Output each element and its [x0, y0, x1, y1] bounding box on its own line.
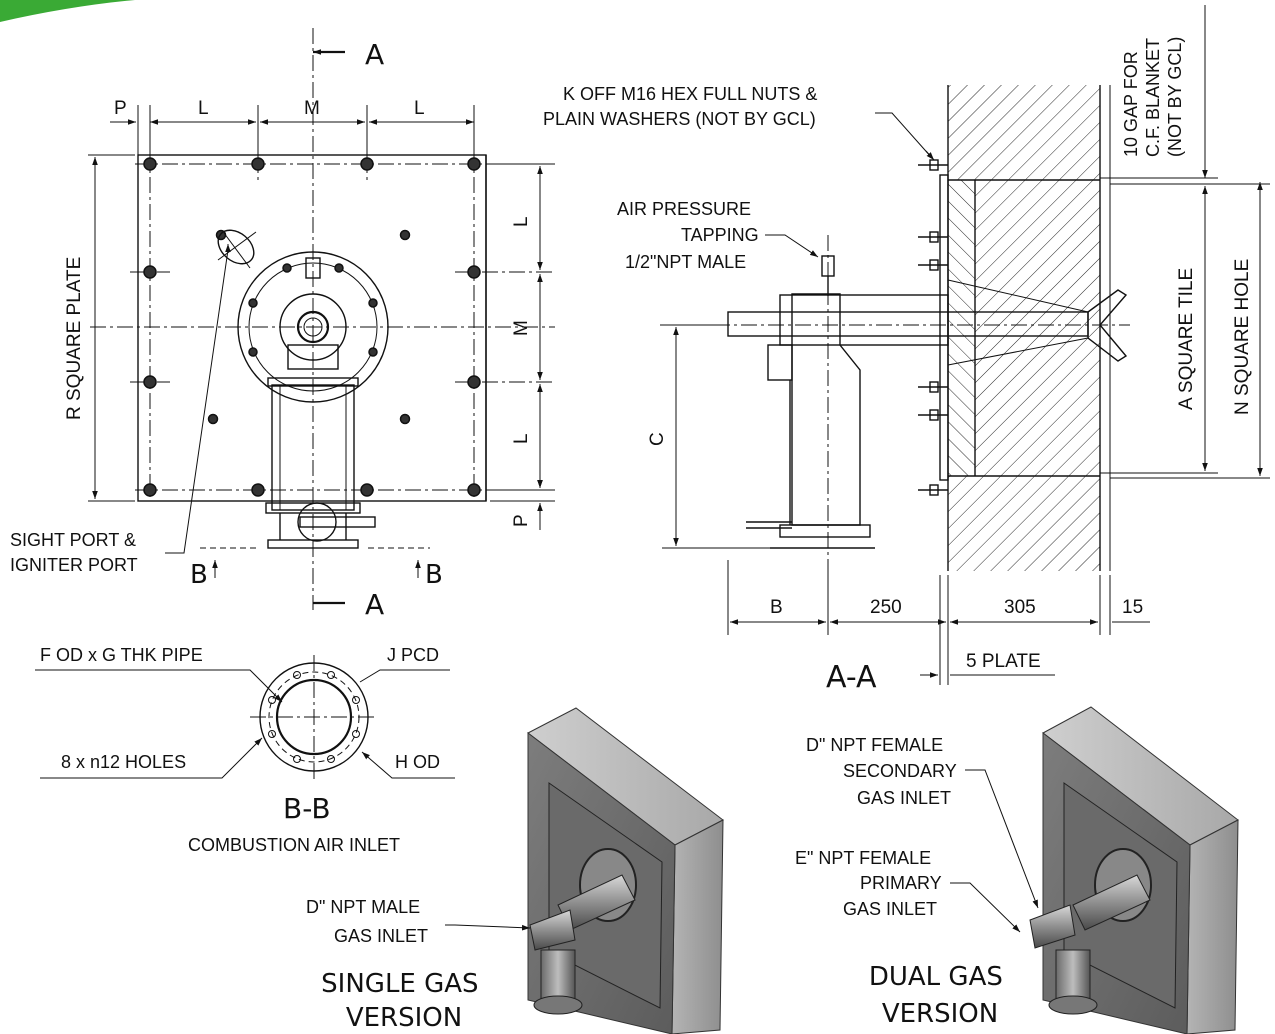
dim-b: B: [770, 597, 783, 618]
dual-gas-title: DUAL GAS VERSION: [869, 962, 1011, 1029]
callout-hod: H OD: [395, 752, 440, 772]
dim-m-right: M: [511, 320, 532, 336]
callout-dual-primary: E" NPT FEMALE PRIMARY GAS INLET: [795, 848, 946, 919]
callout-air-pressure: AIR PRESSURE TAPPING 1/2"NPT MALE: [617, 199, 764, 272]
dim-c: C: [647, 432, 668, 446]
callout-pipe: F OD x G THK PIPE: [40, 645, 203, 665]
callout-hex-nuts: K OFF M16 HEX FULL NUTS & PLAIN WASHERS …: [543, 84, 822, 129]
section-a-a-title: A-A: [826, 660, 877, 695]
square-plate-outline: [137, 154, 487, 502]
dual-gas-render: D" NPT FEMALE SECONDARY GAS INLET E" NPT…: [795, 706, 1239, 1034]
dim-n-square-hole: N SQUARE HOLE: [1232, 259, 1253, 415]
dim-15: 15: [1122, 597, 1143, 618]
callout-sight-port: SIGHT PORT & IGNITER PORT: [10, 530, 141, 575]
inlet-view: F OD x G THK PIPE J PCD 8 x n12 HOLES H …: [35, 645, 455, 855]
section-b-b-title: B-B: [283, 792, 331, 825]
callout-dual-secondary: D" NPT FEMALE SECONDARY GAS INLET: [806, 735, 961, 808]
dim-p-right: P: [511, 514, 532, 527]
corner-accent: [0, 0, 135, 22]
dim-l-right-upper: L: [511, 216, 532, 227]
dim-l-top-right: L: [414, 98, 425, 119]
callout-single-inlet: D" NPT MALE GAS INLET: [306, 897, 428, 946]
dim-p-top: P: [114, 98, 127, 119]
dim-l-right-lower: L: [511, 433, 532, 444]
section-a-a-view: K OFF M16 HEX FULL NUTS & PLAIN WASHERS …: [543, 5, 1270, 695]
dim-r-square-plate: R SQUARE PLATE: [64, 257, 85, 420]
dim-250: 250: [870, 597, 902, 618]
burner-flange: [237, 251, 389, 403]
dim-5-plate: 5 PLATE: [966, 651, 1041, 672]
dim-a-square-tile: A SQUARE TILE: [1176, 268, 1197, 410]
furnace-wall: [948, 85, 1100, 180]
single-gas-title: SINGLE GAS VERSION: [321, 969, 487, 1033]
combustion-air-inlet-label: COMBUSTION AIR INLET: [188, 835, 400, 855]
section-b-right: B: [425, 560, 443, 590]
callout-holes: 8 x n12 HOLES: [61, 752, 186, 772]
dim-l-top-left: L: [198, 98, 209, 119]
section-a-bottom: A: [365, 588, 384, 621]
section-b-left: B: [190, 560, 208, 590]
callout-pcd: J PCD: [387, 645, 439, 665]
dim-m-top: M: [304, 98, 320, 119]
plate-bolts: [143, 157, 481, 497]
gap-note: 10 GAP FOR C.F. BLANKET (NOT BY GCL): [1121, 33, 1185, 157]
single-gas-render: D" NPT MALE GAS INLET SINGLE GAS VERSION: [306, 707, 724, 1034]
section-a-top: A: [365, 38, 384, 71]
dim-305: 305: [1004, 597, 1036, 618]
burner-body: [271, 384, 355, 511]
front-view: A A P L M L R SQUARE PLATE: [10, 28, 555, 621]
